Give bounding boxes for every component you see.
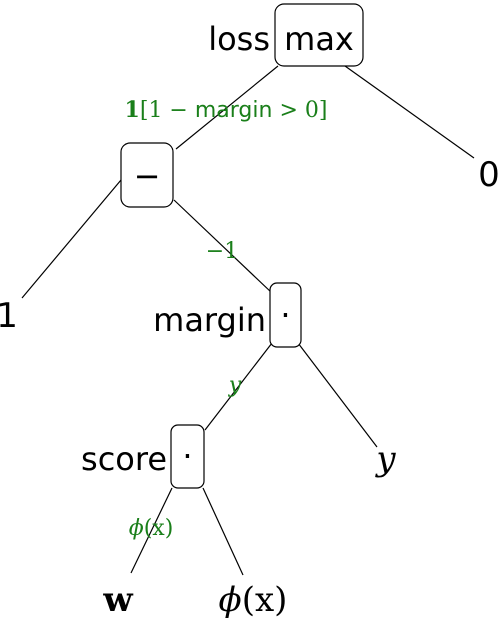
grad-phi-arg: (x) bbox=[144, 516, 174, 541]
leaf-one: 1 bbox=[0, 296, 18, 336]
node-op-margin-dot: · bbox=[280, 296, 290, 334]
node-box-max bbox=[274, 3, 364, 67]
leaf-zero: 0 bbox=[478, 155, 500, 195]
node-name-margin: margin bbox=[153, 301, 266, 339]
edge-loss-zero bbox=[344, 65, 475, 159]
node-op-minus: − bbox=[134, 157, 161, 195]
edge-loss-minus bbox=[175, 65, 279, 150]
node-op-max: max bbox=[284, 20, 354, 58]
grad-minus-to-margin: −1 bbox=[206, 239, 238, 264]
leaf-phi-arg: (x) bbox=[242, 580, 288, 619]
grad-bracket-open: [1 − bbox=[140, 98, 195, 123]
leaf-y: y bbox=[374, 439, 396, 479]
edge-minus-margin bbox=[173, 199, 273, 294]
edge-margin-y bbox=[297, 342, 378, 448]
leaf-phi-x: ϕ(x) bbox=[219, 580, 288, 619]
grad-margin-to-score: y bbox=[228, 373, 242, 398]
grad-margin-word: margin bbox=[195, 98, 273, 123]
edge-margin-score bbox=[204, 342, 273, 431]
grad-loss-to-minus: 1[1 − margin > 0] bbox=[125, 97, 328, 123]
node-name-score: score bbox=[81, 440, 167, 478]
grad-score-to-w: ϕ(x) bbox=[129, 516, 174, 541]
leaf-phi-func: ϕ bbox=[219, 580, 242, 619]
grad-bracket-tail: > 0] bbox=[272, 98, 327, 123]
grad-phi-func: ϕ bbox=[129, 516, 144, 541]
edge-minus-one bbox=[21, 179, 122, 299]
grad-indicator-one: 1 bbox=[125, 97, 140, 123]
node-box-score-dot bbox=[170, 424, 205, 489]
node-op-score-dot: · bbox=[182, 437, 192, 475]
edge-score-phi bbox=[202, 487, 244, 576]
node-name-loss: loss bbox=[208, 20, 270, 58]
leaf-w: w bbox=[102, 580, 133, 619]
node-box-margin-dot bbox=[269, 282, 302, 348]
node-box-minus bbox=[120, 142, 174, 208]
edge-score-w bbox=[130, 487, 173, 574]
